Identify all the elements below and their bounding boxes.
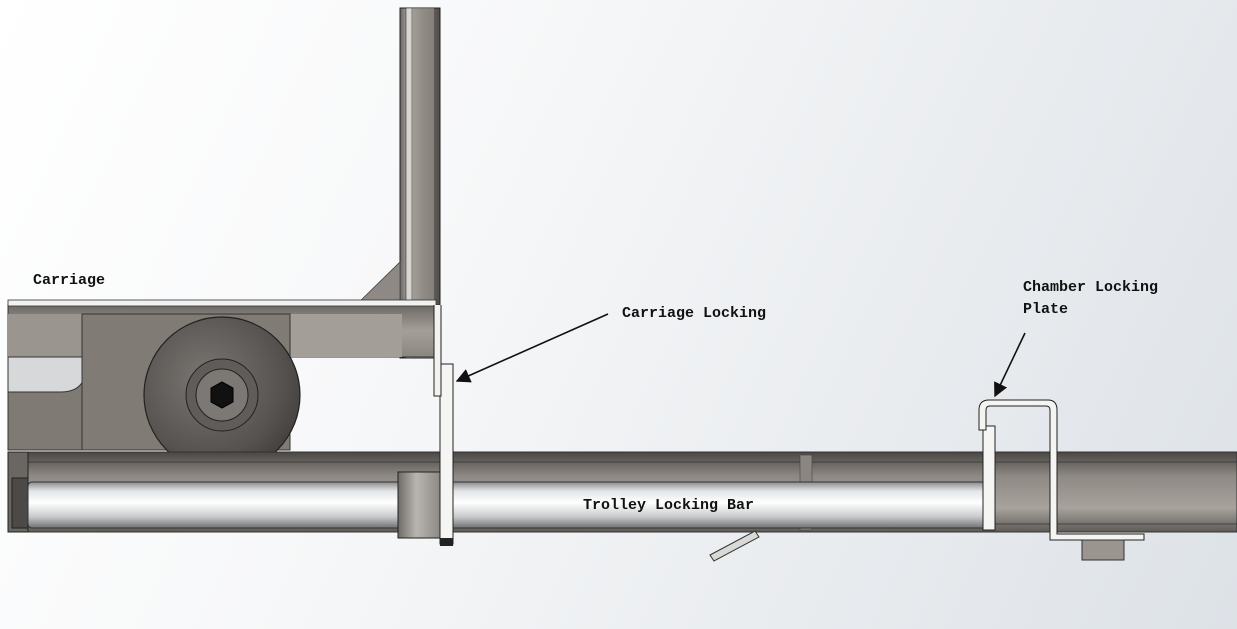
chamber-locking-plate-label-line1: Chamber Locking <box>1023 279 1159 296</box>
carriage-label: Carriage <box>33 272 106 289</box>
carriage-locking-plate <box>433 305 454 546</box>
carriage-frame <box>7 299 441 451</box>
chamber-locking-plate <box>978 399 1145 561</box>
gusset-plate <box>355 261 401 306</box>
carriage-locking-label: Carriage Locking <box>622 305 767 322</box>
release-lever <box>709 530 760 562</box>
chamber-locking-plate-label-line2: Plate <box>1023 301 1069 318</box>
trolley-locking-bar <box>27 471 989 539</box>
chamber-locking-plate-arrow <box>994 332 1026 398</box>
carriage-wheel <box>143 316 301 474</box>
carriage-locking-arrow <box>455 313 609 383</box>
trolley-locking-bar-label: Trolley Locking Bar <box>583 497 755 514</box>
